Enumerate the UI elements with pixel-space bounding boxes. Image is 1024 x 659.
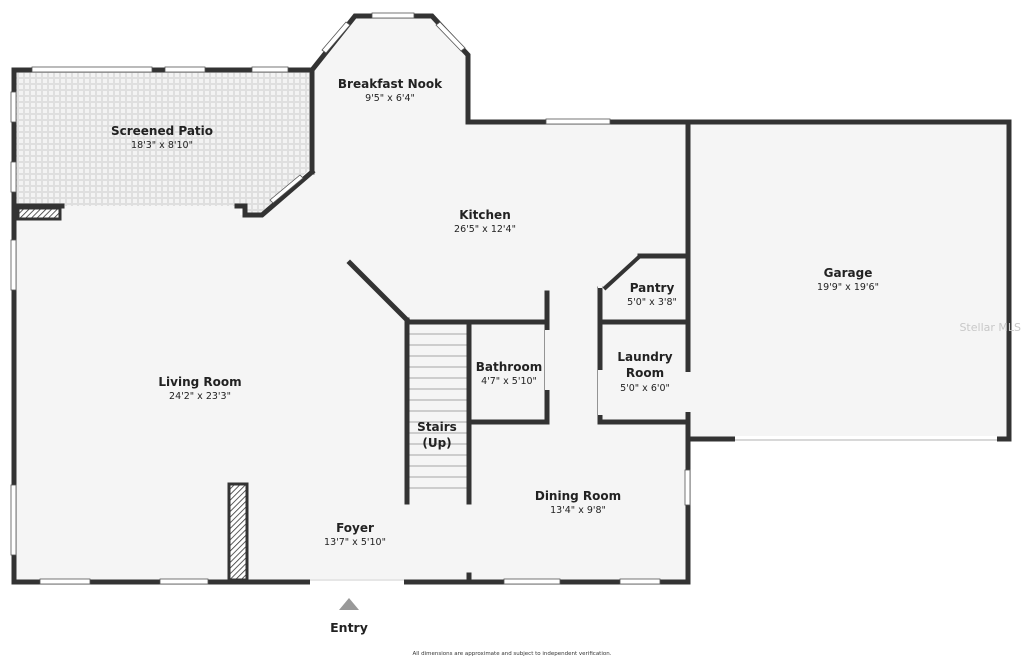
- garage-name: Garage: [824, 266, 873, 280]
- garage-entry-door: [685, 372, 691, 412]
- disclaimer: All dimensions are approximate and subje…: [413, 651, 612, 657]
- pantry-name: Pantry: [630, 281, 675, 295]
- pantry-dims: 5'0" x 3'8": [627, 297, 677, 308]
- laundry-dims: 5'0" x 6'0": [620, 383, 670, 394]
- stairs-name-line2: (Up): [422, 436, 451, 450]
- bathroom-dims: 4'7" x 5'10": [481, 376, 537, 387]
- breakfast-nook-name: Breakfast Nook: [338, 77, 443, 91]
- floor-fills: [14, 16, 1009, 582]
- laundry-name-line1: Laundry: [617, 350, 672, 364]
- bathroom-door: [545, 330, 550, 390]
- laundry-door: [598, 370, 603, 415]
- dining-room-dims: 13'4" x 9'8": [550, 505, 606, 516]
- stairs-name-line1: Stairs: [417, 420, 457, 434]
- kitchen-dims: 26'5" x 12'4": [454, 224, 516, 235]
- laundry-name-line2: Room: [626, 366, 664, 380]
- watermark: Stellar MLS: [959, 321, 1021, 334]
- room-labels: Breakfast Nook 9'5" x 6'4" Screened Pati…: [111, 77, 879, 657]
- pantry-door: [598, 258, 602, 288]
- screened-patio-dims: 18'3" x 8'10": [131, 140, 193, 151]
- bathroom-name: Bathroom: [476, 360, 542, 374]
- breakfast-nook-dims: 9'5" x 6'4": [365, 93, 415, 104]
- windows: [10, 12, 691, 585]
- kitchen-name: Kitchen: [459, 208, 511, 222]
- garage-door-opening: [735, 436, 997, 442]
- entry-arrow-icon: [339, 598, 359, 610]
- garage-dims: 19'9" x 19'6": [817, 282, 879, 293]
- living-room-name: Living Room: [158, 375, 241, 389]
- garage-floor: [688, 122, 1009, 439]
- main-floor: [14, 16, 688, 582]
- foyer-name: Foyer: [336, 521, 374, 535]
- stair-treads: [407, 323, 469, 500]
- openings: [310, 254, 997, 585]
- living-room-dims: 24'2" x 23'3": [169, 391, 231, 402]
- dining-room-name: Dining Room: [535, 489, 621, 503]
- entry-label: Entry: [330, 620, 368, 635]
- foyer-dims: 13'7" x 5'10": [324, 537, 386, 548]
- screened-patio-name: Screened Patio: [111, 124, 213, 138]
- patio-floor: [15, 72, 309, 213]
- entry-opening: [310, 579, 404, 585]
